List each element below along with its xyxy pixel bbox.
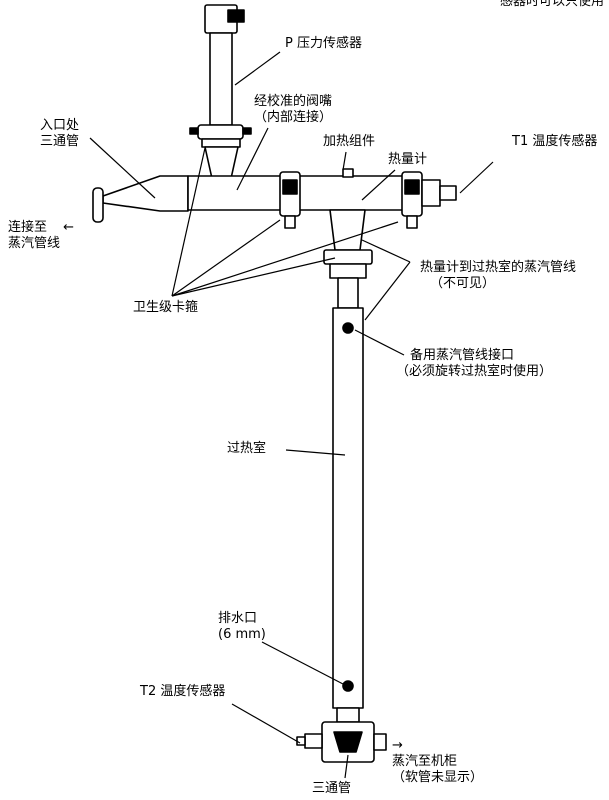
label-connect-line-text: 连接至 [8, 220, 48, 235]
arrow-right-icon: → [392, 738, 403, 753]
heater-knob [342, 168, 354, 178]
backup-port [342, 322, 354, 334]
t2-sensor [304, 733, 323, 749]
label-p-sensor: P 压力传感器 [285, 36, 362, 51]
label-inlet-tee-line1: 入口处 [40, 118, 80, 133]
clamp-left [279, 171, 301, 229]
label-bottom-tee: 三通管 [312, 781, 352, 796]
label-inlet-tee-line2: 三通管 [40, 134, 80, 149]
header-fragment: 感器时可以只使用 [500, 0, 605, 9]
label-inlet-tee: 入口处 三通管 [40, 118, 79, 150]
label-backup-port: 备用蒸汽管线接口 （必须旋转过热室时使用） [396, 348, 552, 380]
p-sensor-tube [209, 32, 233, 126]
p-sensor-clamp [197, 124, 244, 140]
label-calorimeter: 热量计 [388, 152, 428, 167]
label-backup-port-line1: 备用蒸汽管线接口 [410, 348, 515, 363]
calorimeter-funnel [329, 209, 366, 251]
label-valve-line2: （内部连接） [253, 110, 332, 125]
label-backup-port-line2: （必须旋转过热室时使用） [396, 364, 553, 379]
label-steam-line: 热量计到过热室的蒸汽管线 （不可见） [420, 260, 576, 292]
label-sanitary-clamp: 卫生级卡箍 [133, 300, 199, 315]
arrow-left-icon: ← [63, 220, 75, 235]
label-t2-sensor: T2 温度传感器 [140, 684, 226, 699]
union-top [323, 249, 373, 265]
label-steam-line-line1: 热量计到过热室的蒸汽管线 [420, 260, 577, 275]
label-drain-line1: 排水口 [218, 611, 258, 626]
label-valve-line1: 经校准的阀嘴 [253, 94, 332, 109]
label-drain: 排水口 (6 mm) [218, 611, 266, 643]
inlet-tee [102, 175, 189, 212]
label-t1-sensor: T1 温度传感器 [512, 134, 598, 149]
drain-port [342, 680, 354, 692]
label-to-cabinet-line1: 蒸汽至机柜 [392, 754, 458, 769]
clamp-right [401, 171, 423, 229]
label-steam-line-line2: （不可见） [430, 276, 496, 291]
label-to-cabinet: → 蒸汽至机柜 （软管未显示） [392, 738, 483, 786]
label-connect-line-line1: 连接至 ← [8, 220, 74, 236]
label-connect-line-line2: 蒸汽管线 [8, 236, 61, 251]
inlet-flange [92, 187, 104, 223]
label-to-cabinet-line2: （软管未显示） [392, 770, 484, 785]
t1-sensor-tip [439, 185, 457, 201]
label-heater: 加热组件 [323, 134, 376, 149]
union-nut [329, 263, 367, 279]
bottom-collar [336, 707, 360, 723]
label-connect-line: 连接至 ← 蒸汽管线 [8, 220, 74, 252]
t1-sensor-body [421, 179, 441, 207]
label-valve: 经校准的阀嘴 （内部连接） [248, 94, 338, 126]
label-superheat: 过热室 [227, 441, 267, 456]
outlet-stub [373, 733, 387, 751]
label-drain-line2: (6 mm) [218, 627, 266, 642]
superheat-chamber [332, 307, 364, 709]
